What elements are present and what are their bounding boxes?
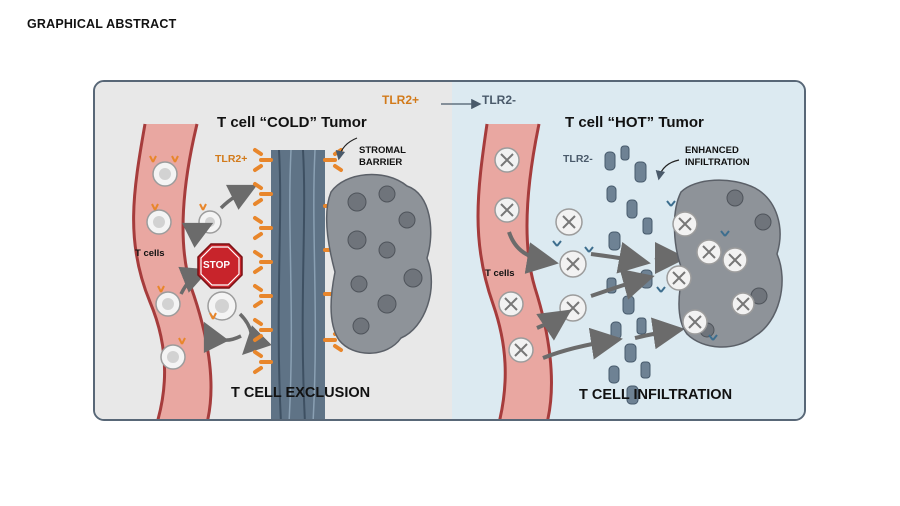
infiltration-arrows bbox=[507, 231, 687, 360]
stromal-barrier-label-line2: BARRIER bbox=[359, 157, 403, 168]
hot-blood-vessel bbox=[476, 123, 553, 419]
hot-t-cells-label: T cells bbox=[485, 268, 515, 279]
vessel-cell-receptors bbox=[149, 155, 186, 345]
abstract-frame: TLR2+ TLR2- T cell “COLD” Tumor TLR2+ ST… bbox=[93, 80, 806, 421]
cold-repulsion-arrows bbox=[178, 184, 272, 355]
stromal-label-pointer bbox=[335, 137, 358, 161]
infiltration-label-pointer bbox=[655, 159, 680, 181]
stop-sign bbox=[197, 243, 243, 289]
cold-panel-title: T cell “COLD” Tumor bbox=[217, 114, 367, 131]
hot-migrating-t-cells bbox=[552, 208, 594, 322]
hot-panel-caption: T CELL INFILTRATION bbox=[579, 387, 733, 403]
cold-tumor-mass bbox=[325, 173, 433, 354]
legend-to-label: TLR2- bbox=[482, 93, 516, 107]
stop-sign-label: STOP bbox=[203, 260, 231, 271]
cold-t-cells-label: T cells bbox=[135, 248, 165, 259]
stromal-barrier bbox=[271, 149, 325, 419]
hot-panel-title: T cell “HOT” Tumor bbox=[565, 114, 704, 131]
tlr2-negative-label: TLR2- bbox=[563, 153, 593, 165]
abstract-illustration bbox=[95, 82, 804, 419]
legend-from-label: TLR2+ bbox=[382, 93, 420, 107]
cold-escaping-t-cells bbox=[198, 203, 237, 321]
stromal-barrier-label-line1: STROMAL bbox=[359, 145, 406, 156]
hot-tumor-mass bbox=[656, 179, 783, 348]
hot-vessel-t-cells bbox=[494, 147, 534, 363]
enhanced-infiltration-label-line2: INFILTRATION bbox=[685, 157, 750, 168]
graphical-abstract-header: GRAPHICAL ABSTRACT bbox=[27, 17, 177, 31]
cold-panel-caption: T CELL EXCLUSION bbox=[231, 385, 371, 401]
tlr2-positive-label: TLR2+ bbox=[215, 153, 248, 165]
enhanced-infiltration-label-line1: ENHANCED bbox=[685, 145, 739, 156]
